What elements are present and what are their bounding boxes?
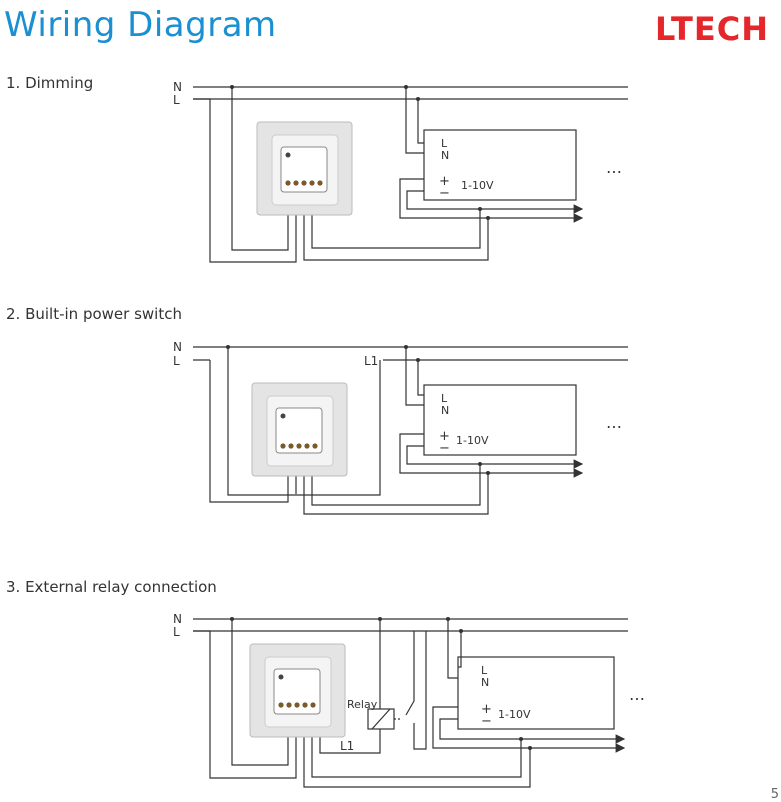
driver-label-minus: − <box>481 714 492 729</box>
dimmer-minus-wire <box>311 713 522 778</box>
power-switch-diagram: N L L1 L N + − 1-10V … <box>173 340 628 515</box>
driver-label-minus: − <box>439 186 450 201</box>
page-title: Wiring Diagram <box>4 5 277 45</box>
driver-label-l: L <box>441 137 448 150</box>
ltech-logo: LTECH <box>654 10 769 48</box>
relay-coil-diagonal <box>371 708 391 730</box>
label-n: N <box>173 612 182 626</box>
driver-label-l: L <box>481 664 488 677</box>
n-wire <box>231 87 289 251</box>
section-title-power-switch: 2. Built-in power switch <box>6 305 182 323</box>
more-ellipsis: … <box>606 158 622 177</box>
driver-n-wire <box>405 347 424 406</box>
driver-label-plus: + <box>481 702 492 717</box>
signal-minus-wire <box>439 718 626 744</box>
label-l: L <box>173 354 180 368</box>
label-n: N <box>173 340 182 354</box>
dimmer-panel-icon <box>251 382 348 477</box>
section-title-dimming: 1. Dimming <box>6 74 94 92</box>
label-relay: Relay <box>347 698 378 711</box>
driver-label-plus: + <box>439 429 450 444</box>
driver-label-minus: − <box>439 441 450 456</box>
dimming-diagram: N L L N + − 1-10V … <box>173 80 628 263</box>
switch-contact-icon <box>405 631 427 750</box>
driver-label-signal: 1-10V <box>461 179 494 192</box>
dimmer-minus-wire <box>311 185 481 249</box>
driver-label-plus: + <box>439 174 450 189</box>
driver-label-l: L <box>441 392 448 405</box>
dimmer-plus-wire <box>303 450 489 515</box>
driver-l-wire <box>458 631 462 668</box>
l-wire <box>193 98 297 263</box>
signal-plus-wire <box>399 433 584 478</box>
page-number: 5 <box>770 787 779 802</box>
label-l1: L1 <box>364 354 378 368</box>
label-n: N <box>173 80 182 94</box>
driver-n-wire <box>447 619 458 679</box>
driver-label-signal: 1-10V <box>456 434 489 447</box>
driver-label-signal: 1-10V <box>498 708 531 721</box>
dimmer-minus-wire <box>311 450 481 506</box>
section-title-relay: 3. External relay connection <box>6 578 217 596</box>
driver-box <box>423 384 577 456</box>
driver-l-wire <box>417 360 424 396</box>
relay-diagram: N L Relay L1 L N + − 1-10V … <box>173 612 645 788</box>
n-wire <box>231 619 289 766</box>
driver-label-n: N <box>441 149 449 162</box>
label-l1: L1 <box>340 739 354 753</box>
dimmer-plus-wire <box>303 185 489 261</box>
dimmer-plus-wire <box>303 713 531 788</box>
driver-label-n: N <box>481 676 489 689</box>
signal-plus-wire <box>399 178 584 223</box>
l-wire <box>193 630 297 779</box>
driver-box <box>457 656 615 730</box>
driver-l-wire <box>417 99 424 144</box>
driver-box <box>423 129 577 201</box>
more-ellipsis: … <box>629 685 645 704</box>
more-ellipsis: … <box>606 413 622 432</box>
label-l: L <box>173 93 180 107</box>
signal-minus-wire <box>406 190 584 214</box>
driver-label-n: N <box>441 404 449 417</box>
driver-n-wire <box>405 87 424 154</box>
label-l: L <box>173 625 180 639</box>
dimmer-panel-icon <box>256 121 353 216</box>
dimmer-panel-icon <box>249 643 346 738</box>
signal-minus-wire <box>406 445 584 469</box>
